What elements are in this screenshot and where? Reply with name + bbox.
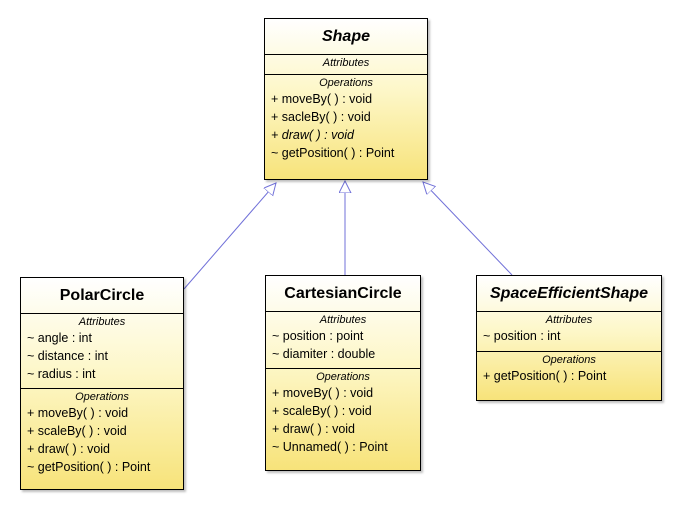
- operation: + scaleBy( ) : void: [272, 404, 372, 418]
- operation: + moveBy( ) : void: [272, 386, 374, 400]
- class-shape[interactable]: Shape Attributes Operations + moveBy( ) …: [264, 18, 428, 180]
- operation: + draw( ) : void: [27, 442, 111, 456]
- attribute: ~ position : point: [272, 329, 364, 343]
- attributes-section: Attributes ~ position : int: [477, 312, 661, 352]
- operations-section: Operations + moveBy( ) : void + scaleBy(…: [21, 389, 183, 478]
- class-name: SpaceEfficientShape: [477, 276, 661, 312]
- attributes-section: Attributes ~ position : point ~ diamiter…: [266, 312, 420, 369]
- attribute: ~ diamiter : double: [272, 347, 376, 361]
- attribute: ~ position : int: [483, 329, 561, 343]
- attributes-title: Attributes: [319, 314, 367, 326]
- operation: ~ Unnamed( ) : Point: [272, 440, 388, 454]
- class-name: CartesianCircle: [266, 276, 420, 312]
- operations-title: Operations: [316, 371, 370, 383]
- operation: ~ getPosition( ) : Point: [27, 460, 151, 474]
- operation: + draw( ) : void: [271, 128, 355, 142]
- attribute: ~ distance : int: [27, 349, 108, 363]
- attribute: ~ angle : int: [27, 331, 92, 345]
- class-name: PolarCircle: [21, 278, 183, 314]
- attributes-section: Attributes ~ angle : int ~ distance : in…: [21, 314, 183, 389]
- operation: + sacleBy( ) : void: [271, 110, 371, 124]
- operations-section: Operations + moveBy( ) : void + sacleBy(…: [265, 75, 427, 164]
- attributes-title: Attributes: [545, 314, 593, 326]
- class-cartesian-circle[interactable]: CartesianCircle Attributes ~ position : …: [265, 275, 421, 471]
- operations-section: Operations + moveBy( ) : void + scaleBy(…: [266, 369, 420, 458]
- operation: + scaleBy( ) : void: [27, 424, 127, 438]
- attributes-title: Attributes: [322, 57, 370, 69]
- polar-to-shape-arrow: [183, 183, 276, 290]
- operation: + draw( ) : void: [272, 422, 356, 436]
- attributes-section: Attributes: [265, 55, 427, 75]
- operations-title: Operations: [75, 391, 129, 403]
- attribute: ~ radius : int: [27, 367, 96, 381]
- attributes-title: Attributes: [78, 316, 126, 328]
- operations-title: Operations: [319, 77, 373, 89]
- operation: + moveBy( ) : void: [27, 406, 129, 420]
- operations-title: Operations: [542, 354, 596, 366]
- operation: + moveBy( ) : void: [271, 92, 373, 106]
- space-to-shape-arrow: [423, 182, 513, 276]
- class-polar-circle[interactable]: PolarCircle Attributes ~ angle : int ~ d…: [20, 277, 184, 490]
- operations-section: Operations + getPosition( ) : Point: [477, 352, 661, 387]
- class-space-efficient-shape[interactable]: SpaceEfficientShape Attributes ~ positio…: [476, 275, 662, 401]
- operation: ~ getPosition( ) : Point: [271, 146, 395, 160]
- operation: + getPosition( ) : Point: [483, 369, 607, 383]
- class-name: Shape: [265, 19, 427, 55]
